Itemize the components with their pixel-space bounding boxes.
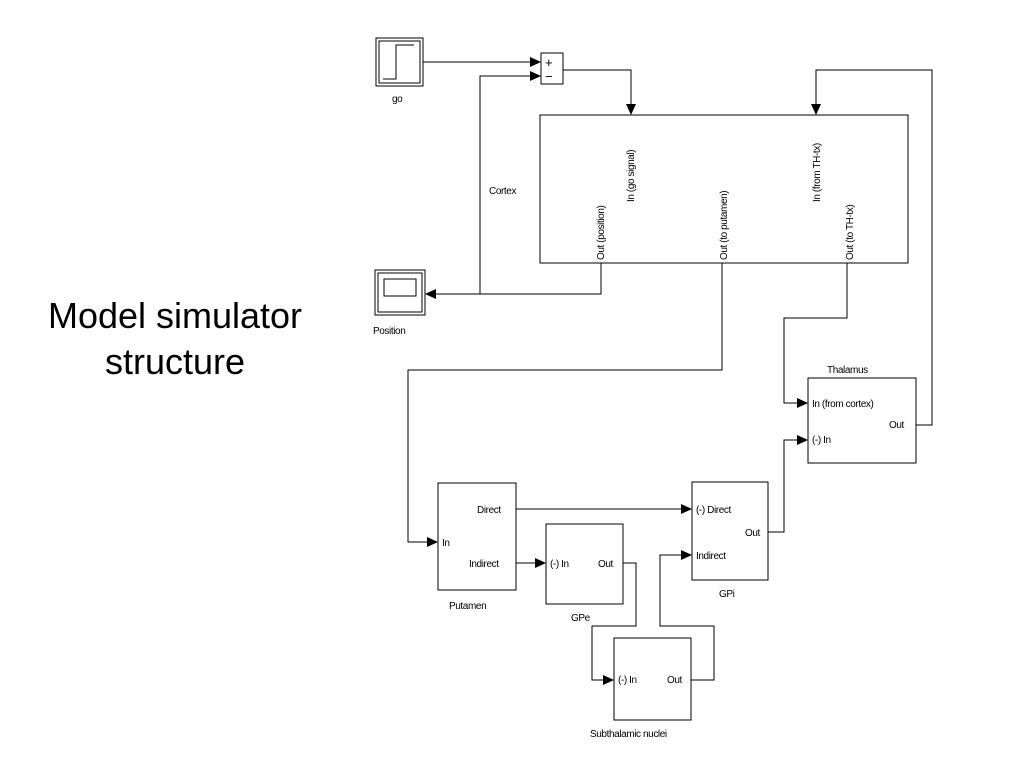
slide-title-line1: Model simulator: [47, 295, 303, 336]
step-source-block[interactable]: [375, 37, 424, 87]
line-gpe-to-stn: [591, 562, 637, 681]
position-scope-block[interactable]: [374, 269, 426, 316]
step-icon: [383, 44, 414, 80]
line-feedback-to-sum: [479, 75, 530, 294]
thalamus-port-in-neg: (-) In: [812, 435, 831, 446]
stn-port-in: (-) In: [618, 675, 637, 686]
thalamus-port-out: Out: [889, 420, 905, 431]
thalamus-port-in-cortex: In (from cortex): [812, 399, 873, 410]
position-scope-label: Position: [373, 326, 405, 337]
putamen-label: Putamen: [449, 601, 486, 612]
sum-plus-sign: +: [545, 55, 553, 70]
gpe-block[interactable]: (-) In Out: [545, 523, 624, 605]
step-source-label: go: [392, 94, 403, 105]
gpe-port-out: Out: [598, 559, 614, 570]
gpi-port-indirect: Indirect: [696, 551, 726, 562]
gpi-block[interactable]: (-) Direct Indirect Out: [691, 481, 769, 581]
cortex-port-in-th: In (from TH-tx): [812, 143, 823, 202]
line-gpi-to-thalamus: [768, 439, 797, 533]
gpe-port-in: (-) In: [550, 559, 569, 570]
line-position-to-scope: [436, 263, 602, 295]
putamen-port-in: In: [442, 538, 450, 549]
gpi-label: GPi: [719, 589, 735, 600]
gpi-port-out: Out: [745, 528, 761, 539]
line-cortex-to-putamen: [407, 263, 723, 543]
stn-block[interactable]: (-) In Out: [613, 637, 692, 721]
signal-lines: [407, 57, 933, 685]
slide-title-line2: structure: [104, 341, 246, 382]
putamen-port-indirect: Indirect: [469, 559, 499, 570]
line-cortex-to-thalamus: [783, 263, 848, 404]
putamen-block[interactable]: In Direct Indirect: [437, 482, 517, 591]
cortex-block[interactable]: Out (position) In (go signal) Out (to pu…: [539, 114, 909, 264]
stn-port-out: Out: [667, 675, 683, 686]
line-stn-to-gpi: [659, 554, 715, 681]
line-thalamus-to-cortex: [815, 69, 933, 426]
slide-title: Model simulator structure: [20, 293, 330, 385]
cortex-label: Cortex: [489, 186, 516, 197]
scope-screen-icon: [383, 278, 417, 297]
gpe-label: GPe: [571, 613, 591, 624]
cortex-port-out-position: Out (position): [596, 206, 607, 260]
sum-block[interactable]: + −: [540, 52, 564, 85]
thalamus-block[interactable]: In (from cortex) (-) In Out: [807, 377, 917, 464]
thalamus-label: Thalamus: [827, 365, 868, 376]
cortex-port-out-th: Out (to TH-tx): [845, 205, 856, 260]
line-sum-to-cortex: [563, 69, 632, 105]
sum-minus-sign: −: [545, 69, 553, 84]
cortex-port-out-putamen: Out (to putamen): [719, 191, 730, 260]
putamen-port-direct: Direct: [477, 505, 501, 516]
gpi-port-direct: (-) Direct: [696, 505, 732, 516]
cortex-port-in-go: In (go signal): [626, 150, 637, 202]
stn-label: Subthalamic nuclei: [590, 729, 667, 740]
